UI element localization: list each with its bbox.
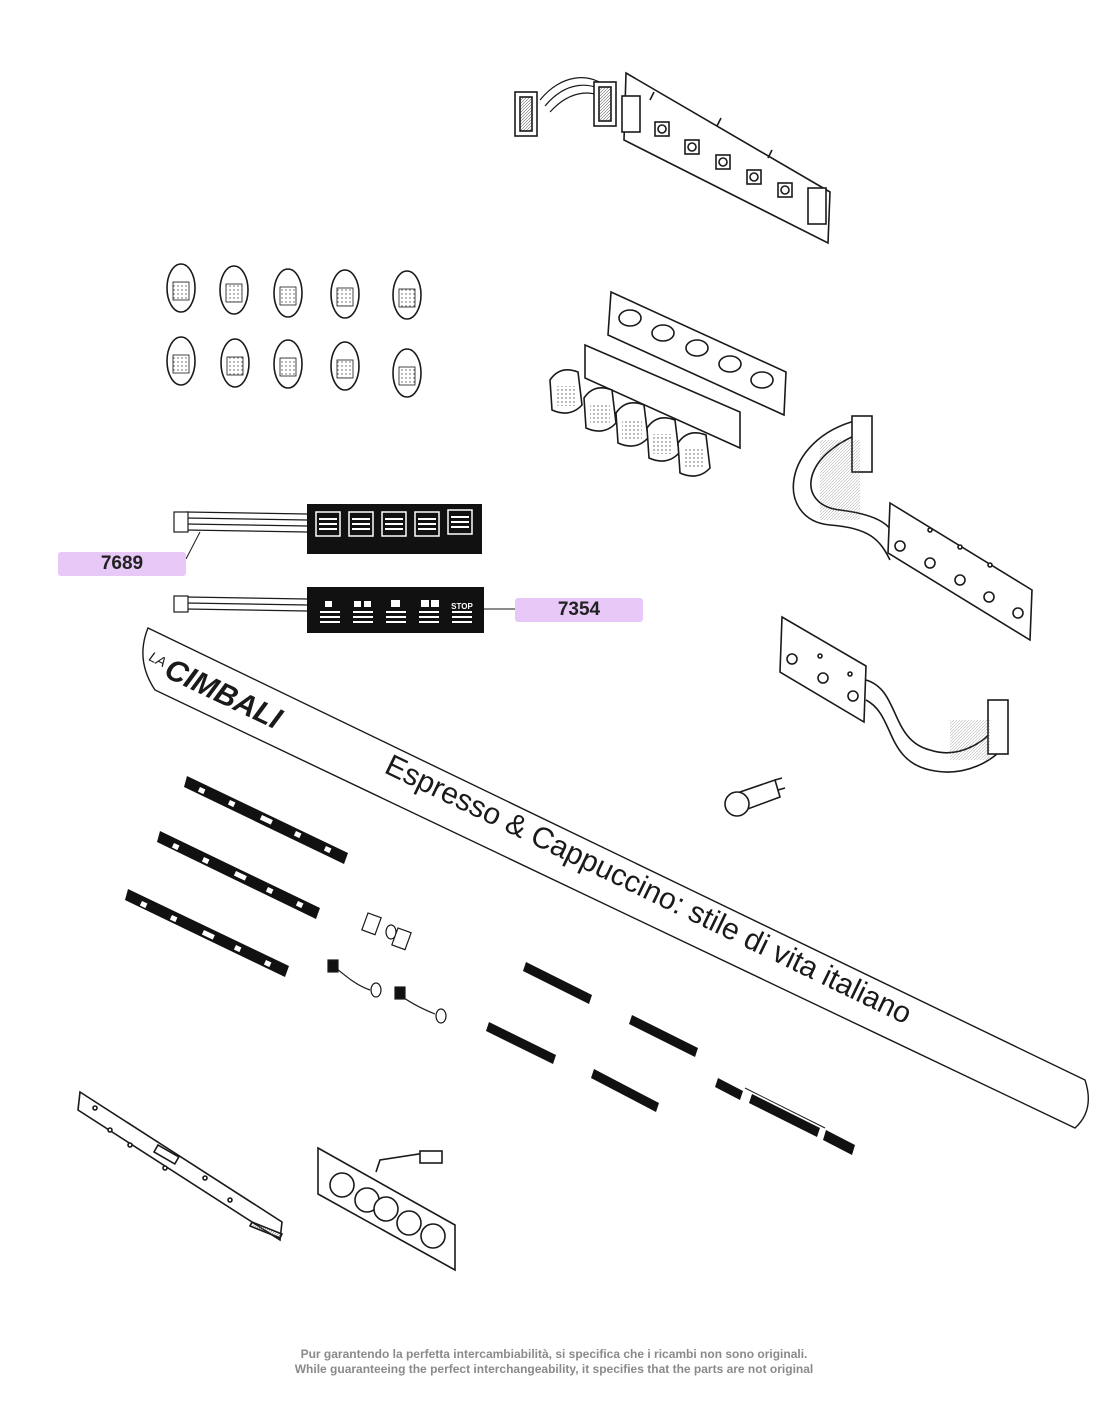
callout-7354[interactable]: 7354 — [515, 598, 643, 622]
button-label — [749, 1094, 820, 1137]
button-cap — [166, 263, 196, 313]
button-cap — [273, 268, 303, 318]
button-cap — [220, 338, 250, 388]
bottom-left-circuit-board[interactable] — [77, 1090, 284, 1242]
disclaimer-italian: Pur garantendo la perfetta intercambiabi… — [300, 1347, 808, 1361]
callout-7689[interactable]: 7689 — [58, 552, 186, 576]
push-button — [646, 417, 680, 462]
push-button — [583, 387, 617, 432]
cup-icon — [325, 600, 439, 607]
button-label — [715, 1078, 743, 1100]
button-cap — [392, 348, 422, 398]
button-label — [629, 1015, 698, 1057]
leader-line-7689 — [185, 531, 201, 560]
button-cap — [273, 339, 303, 389]
pcb-switches — [654, 121, 793, 198]
brand-prefix: LA — [147, 648, 169, 670]
button-cap — [166, 336, 196, 386]
bottom-center-keypad[interactable] — [317, 1146, 456, 1272]
button-cap — [392, 270, 422, 320]
top-circuit-board[interactable] — [514, 71, 831, 245]
button-label — [591, 1069, 659, 1112]
button-label — [486, 1022, 556, 1064]
ribbon-cable-board-upper[interactable] — [792, 415, 1033, 642]
indicator-lamp[interactable] — [724, 777, 786, 817]
button-cap — [219, 265, 249, 315]
button-labels[interactable] — [486, 962, 855, 1155]
selector-labels[interactable] — [327, 912, 447, 1024]
ribbon-cable-board-lower[interactable] — [779, 615, 1009, 773]
disclaimer-english: While guaranteeing the perfect interchan… — [294, 1362, 814, 1376]
button-caps-set[interactable] — [166, 263, 422, 398]
push-button — [615, 402, 649, 447]
membrane-keypad-7689[interactable] — [173, 504, 482, 560]
stop-label: STOP — [451, 602, 473, 611]
push-button — [549, 369, 583, 414]
button-cap — [330, 341, 360, 391]
push-button — [677, 432, 711, 477]
push-button-assembly[interactable] — [549, 290, 787, 477]
button-cap — [330, 269, 360, 319]
front-panel: LA CIMBALI Espresso & Cappuccino: stile … — [142, 627, 1089, 1129]
button-label — [523, 962, 592, 1004]
button-label — [823, 1130, 855, 1155]
slogan: Espresso & Cappuccino: stile di vita ita… — [380, 749, 917, 1031]
membrane-keypad-7354[interactable]: STOP — [173, 587, 515, 633]
